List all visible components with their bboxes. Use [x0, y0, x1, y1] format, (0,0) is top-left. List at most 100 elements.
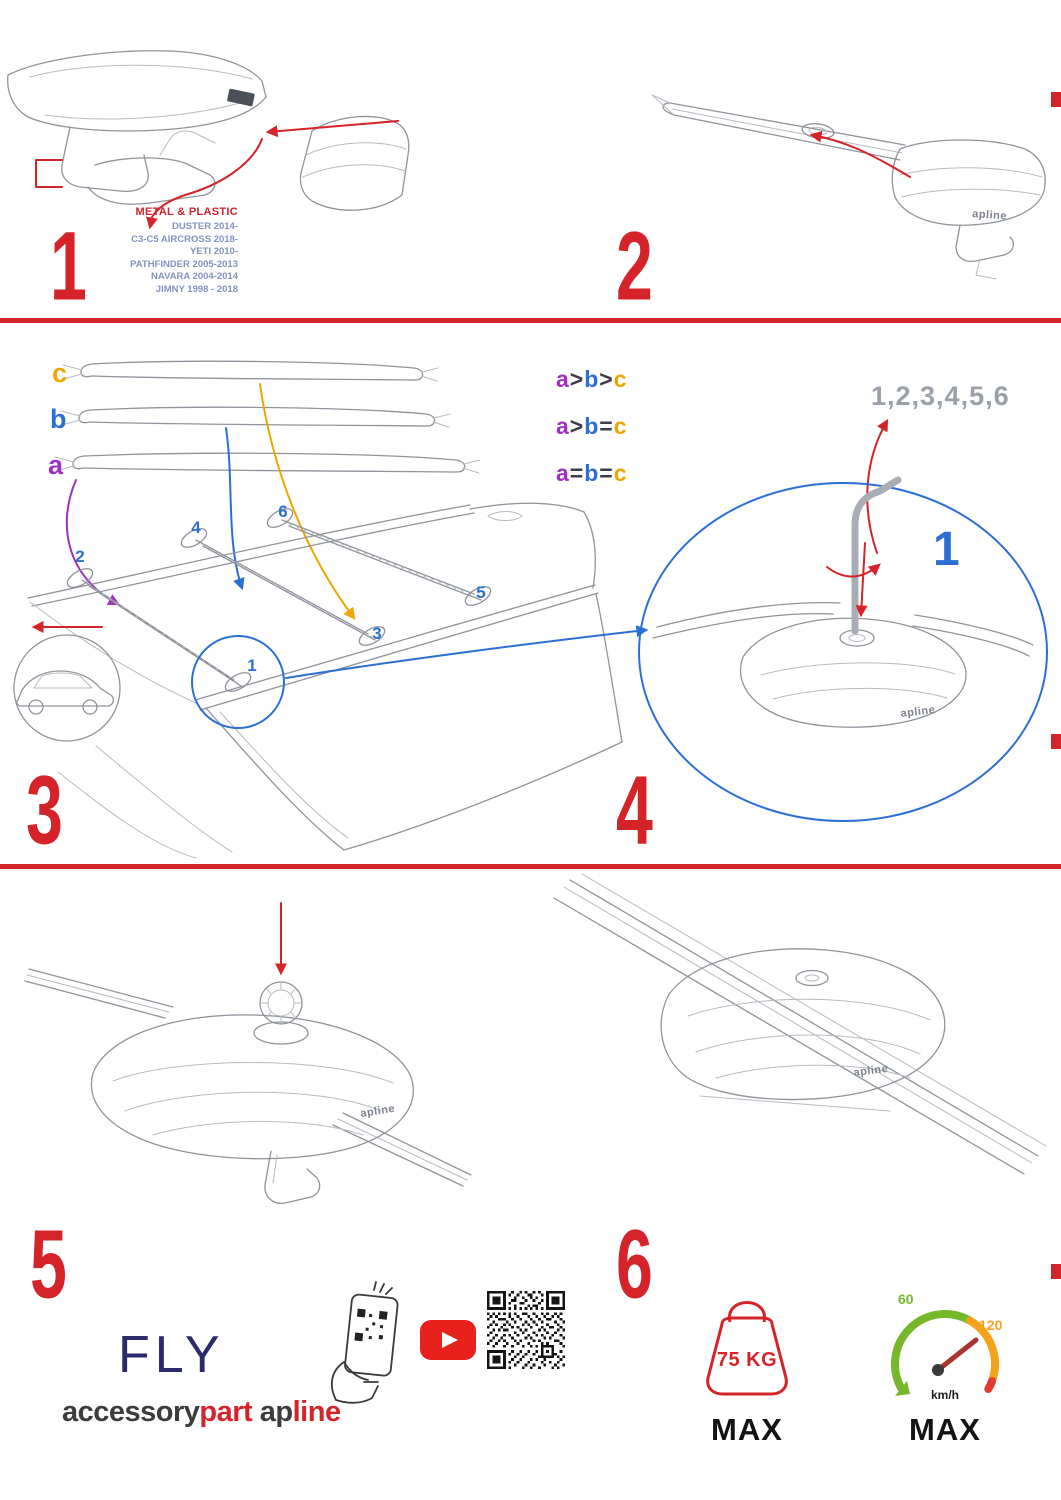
- bar-length-legend: a>b>c a>b=c a=b=c: [556, 356, 628, 497]
- model-line: PATHFINDER 2005-2013: [130, 258, 238, 270]
- max-weight-label: MAX: [711, 1412, 783, 1447]
- gauge-needle: [935, 1337, 979, 1373]
- bar-label-b: b: [50, 404, 67, 434]
- foot-closeup-drawing: apline: [652, 602, 1034, 728]
- rotate-arrow: [826, 563, 881, 578]
- position-label-3: 3: [372, 624, 381, 643]
- qr-code-icon: [487, 1291, 565, 1369]
- brand-line: line: [292, 1396, 341, 1428]
- max-weight-value: 75 KG: [717, 1349, 777, 1371]
- material-label: METAL & PLASTIC: [135, 206, 238, 218]
- car-roof-drawing: [27, 502, 623, 859]
- crossbar-c: [62, 360, 439, 382]
- legend-op: =: [569, 460, 585, 486]
- legend-row-3: a=b=c: [556, 450, 628, 497]
- first-step-label: 1: [933, 523, 960, 576]
- apline-logo: apline: [853, 1063, 889, 1079]
- apline-badge: [227, 88, 255, 107]
- brand-part: part: [199, 1396, 253, 1428]
- legend-a: a: [556, 366, 570, 392]
- gauge-arrow-tip: [895, 1381, 910, 1396]
- rack-foot-drawing: apline: [891, 139, 1046, 280]
- phone-qr-screen: [354, 1308, 388, 1342]
- cover-to-foot-arrow: [265, 120, 399, 138]
- speed-unit-label: km/h: [931, 1388, 959, 1402]
- foot-callout-circle: [191, 635, 285, 729]
- model-line: C3-C5 AIRCROSS 2018-: [131, 233, 238, 245]
- legend-c: c: [613, 460, 628, 486]
- crossbar-b: [60, 406, 451, 428]
- position-label-2: 2: [75, 547, 84, 566]
- legend-op: >: [599, 366, 614, 392]
- apline-logo: apline: [360, 1103, 396, 1120]
- legend-c: c: [613, 413, 628, 439]
- step-6-number: 6: [616, 1210, 653, 1319]
- zoom-circle: [638, 482, 1048, 822]
- rail-drawing: [24, 968, 472, 1187]
- youtube-icon: [420, 1320, 476, 1360]
- step-5-number: 5: [30, 1210, 67, 1319]
- bar-label-c: c: [52, 358, 67, 388]
- speed-high-label: 120: [979, 1317, 1003, 1333]
- foot-with-knob-drawing: apline: [90, 981, 414, 1204]
- apline-logo: apline: [972, 208, 1008, 222]
- step-2-number: 2: [616, 212, 653, 321]
- legend-row-2: a>b=c: [556, 403, 628, 450]
- brand-accessory: accessory: [62, 1396, 200, 1428]
- page-edge-mark: [1051, 92, 1061, 107]
- vehicle-models: DUSTER 2014- C3-C5 AIRCROSS 2018- YETI 2…: [66, 221, 238, 296]
- crossbar-drawing: [651, 94, 906, 161]
- bar-label-a: a: [48, 450, 64, 480]
- legend-row-1: a>b>c: [556, 356, 628, 403]
- legend-op: =: [599, 413, 614, 439]
- step6-mounted-foot-diagram: apline: [553, 873, 1047, 1175]
- model-line: DUSTER 2014-: [172, 221, 238, 232]
- bar-c-leader: [259, 383, 356, 620]
- apline-logo: apline: [900, 704, 936, 720]
- position-label-1: 1: [247, 656, 256, 675]
- rail-drawing: [553, 873, 1047, 1175]
- max-speed-gauge-icon: 60 120 km/h: [891, 1291, 1003, 1402]
- foot-to-bar-arrow: [809, 130, 911, 178]
- step4-tightening-diagram: 1,2,3,4,5,6 1 apline: [638, 381, 1048, 822]
- position-label-5: 5: [476, 583, 485, 602]
- foot-to-clamp-arrow: [145, 138, 263, 230]
- legend-op: >: [569, 366, 585, 392]
- step-1-number: 1: [50, 212, 87, 321]
- brand-ap: ap: [259, 1396, 293, 1428]
- step3-bar-placement-diagram: c b a: [13, 358, 649, 859]
- model-line: YETI 2010-: [189, 246, 238, 257]
- rack-foot-drawing: [7, 50, 267, 132]
- model-line: JIMNY 1998 - 2018: [155, 283, 238, 295]
- bar-b-leader: [225, 427, 245, 591]
- legend-b: b: [584, 413, 600, 439]
- legend-b: b: [584, 366, 600, 392]
- callout-arrow-to-step4: [285, 625, 649, 679]
- legend-op: =: [599, 460, 614, 486]
- scan-phone-icon: [330, 1281, 399, 1404]
- step5-knob-diagram: apline: [24, 902, 472, 1204]
- car-direction-inset: [13, 621, 121, 742]
- step1-foot-and-cover-diagram: [7, 50, 410, 230]
- allen-key-icon: [851, 476, 902, 635]
- compatibility-list: METAL & PLASTIC DUSTER 2014- C3-C5 AIRCR…: [66, 206, 238, 296]
- foot-mounted-drawing: apline: [660, 948, 946, 1112]
- model-line: NAVARA 2004-2014: [151, 271, 238, 282]
- product-name: FLY: [118, 1326, 225, 1384]
- tightening-sequence-label: 1,2,3,4,5,6: [871, 381, 1010, 411]
- legend-a: a: [556, 413, 570, 439]
- step2-bar-end-diagram: apline: [651, 94, 1046, 280]
- section-divider: [0, 864, 1061, 869]
- cover-drawing: [299, 115, 410, 211]
- bar-a-leader: [65, 479, 121, 606]
- position-label-4: 4: [191, 518, 201, 537]
- part-callout-bracket: [35, 159, 63, 188]
- page-edge-mark: [1051, 1264, 1061, 1279]
- max-weight-icon: 75 KG: [706, 1301, 788, 1396]
- brand-wordmark: accessorypart apline: [62, 1396, 341, 1429]
- step-4-number: 4: [616, 756, 653, 865]
- tightening-knob: [259, 981, 303, 1025]
- speed-low-label: 60: [898, 1291, 914, 1307]
- legend-op: >: [569, 413, 585, 439]
